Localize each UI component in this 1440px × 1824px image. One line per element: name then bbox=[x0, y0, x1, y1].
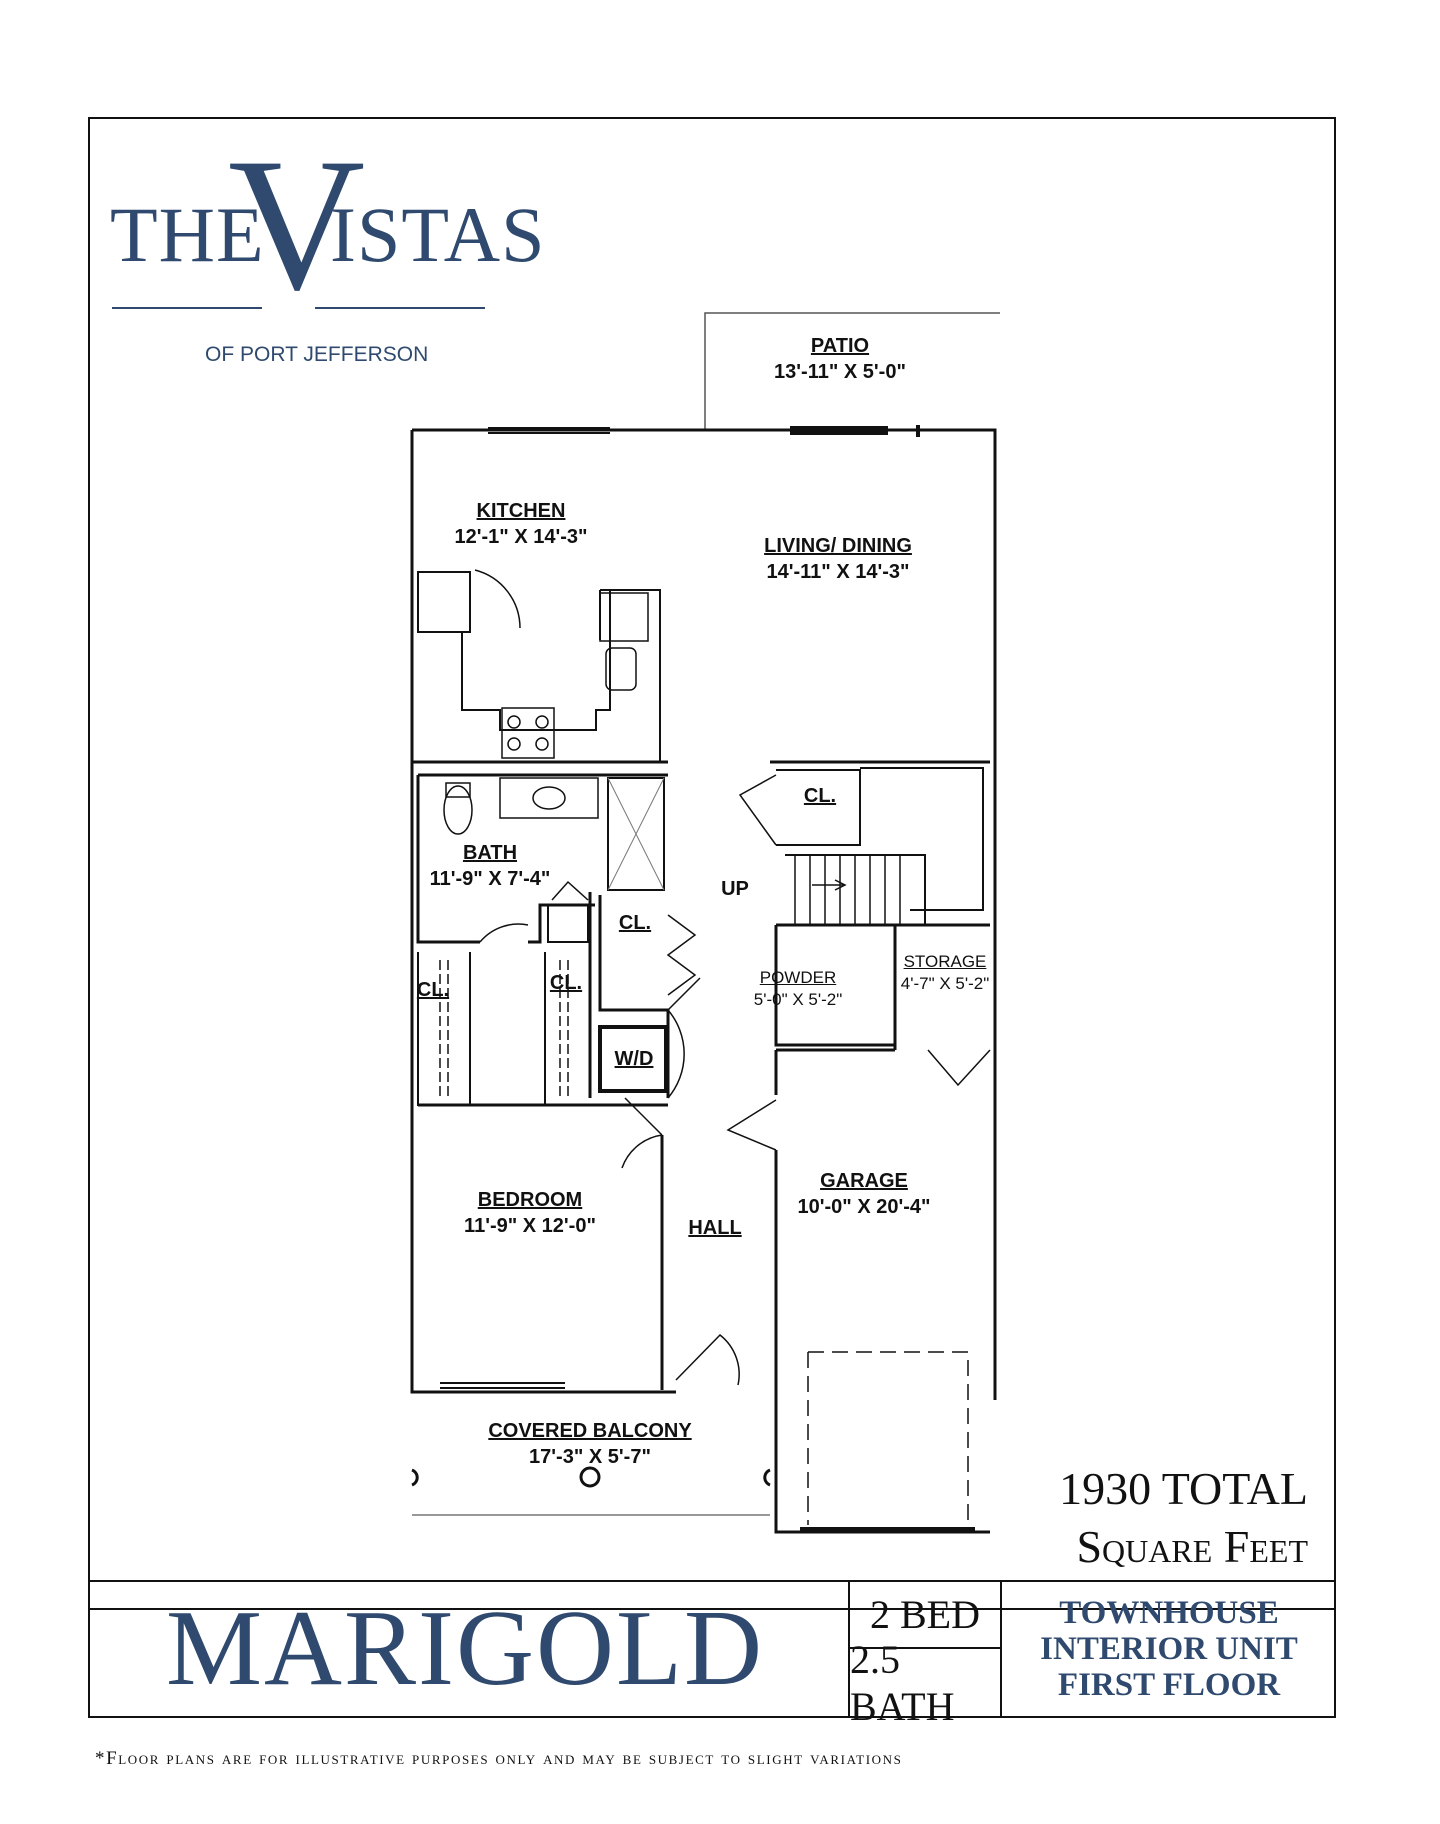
room-closet-left-name: CL. bbox=[416, 979, 450, 1001]
room-bath-dims: 11'-9" X 7'-4" bbox=[429, 868, 551, 890]
room-storage: STORAGE 4'-7" X 5'-2" bbox=[901, 951, 990, 995]
logo-istas: ISTAS bbox=[330, 191, 546, 278]
disclaimer: *Floor plans are for illustrative purpos… bbox=[95, 1748, 903, 1769]
room-closet-mid: CL. bbox=[550, 970, 582, 996]
total-line1: 1930 TOTAL bbox=[1059, 1463, 1308, 1514]
model-name: MARIGOLD bbox=[166, 1589, 764, 1708]
room-storage-name: STORAGE bbox=[903, 952, 987, 971]
room-closet-stairs: CL. bbox=[804, 783, 836, 809]
room-bath: BATH 11'-9" X 7'-4" bbox=[430, 840, 551, 892]
title-block: MARIGOLD 2 BED 2.5 BATH TOWNHOUSE INTERI… bbox=[88, 1580, 1336, 1729]
room-patio-name: PATIO bbox=[810, 335, 870, 357]
room-hall: HALL bbox=[688, 1215, 741, 1241]
plan-frame bbox=[88, 117, 1336, 1610]
room-living-dining: LIVING/ DINING 14'-11" X 14'-3" bbox=[764, 533, 912, 585]
room-bedroom-dims: 11'-9" X 12'-0" bbox=[464, 1215, 596, 1237]
bath-count: 2.5 BATH bbox=[850, 1636, 955, 1729]
label-washer-dryer: W/D bbox=[615, 1046, 654, 1072]
bed-bath-box: 2 BED 2.5 BATH bbox=[848, 1582, 1002, 1729]
room-garage-dims: 10'-0" X 20'-4" bbox=[797, 1196, 931, 1218]
label-wd-text: W/D bbox=[614, 1048, 654, 1070]
room-closet-mid-name: CL. bbox=[549, 972, 583, 994]
room-garage-name: GARAGE bbox=[820, 1170, 908, 1192]
logo-rule-left bbox=[112, 307, 262, 309]
room-closet-hall: CL. bbox=[619, 910, 651, 936]
room-powder-dims: 5'-0" X 5'-2" bbox=[753, 990, 843, 1010]
room-hall-name: HALL bbox=[688, 1217, 742, 1239]
logo-v: V bbox=[228, 120, 366, 330]
label-up: UP bbox=[721, 876, 749, 902]
unit-type-line2: INTERIOR UNIT bbox=[1040, 1630, 1298, 1667]
logo-subtitle: OF PORT JEFFERSON bbox=[205, 343, 429, 366]
logo-rule-right bbox=[315, 307, 485, 309]
total-line2: Square Feet bbox=[1076, 1520, 1308, 1572]
room-powder-name: POWDER bbox=[759, 968, 837, 987]
room-kitchen-dims: 12'-1" X 14'-3" bbox=[454, 526, 588, 548]
room-patio-dims: 13'-11" X 5'-0" bbox=[774, 361, 906, 383]
room-balcony-dims: 17'-3" X 5'-7" bbox=[529, 1446, 651, 1468]
room-balcony-name: COVERED BALCONY bbox=[488, 1420, 692, 1442]
room-living-name: LIVING/ DINING bbox=[764, 535, 912, 557]
room-closet-hall-name: CL. bbox=[618, 912, 652, 934]
room-living-dims: 14'-11" X 14'-3" bbox=[766, 561, 910, 583]
logo-the: THE bbox=[110, 191, 265, 278]
room-storage-dims: 4'-7" X 5'-2" bbox=[900, 974, 990, 994]
room-bedroom-name: BEDROOM bbox=[477, 1189, 583, 1211]
unit-type-line3: FIRST FLOOR bbox=[1057, 1667, 1281, 1704]
room-powder: POWDER 5'-0" X 5'-2" bbox=[754, 967, 843, 1011]
unit-type-line1: TOWNHOUSE bbox=[1059, 1594, 1279, 1631]
room-bedroom: BEDROOM 11'-9" X 12'-0" bbox=[464, 1187, 596, 1239]
label-up-text: UP bbox=[721, 878, 749, 900]
room-garage: GARAGE 10'-0" X 20'-4" bbox=[798, 1168, 931, 1220]
room-closet-left: CL. bbox=[417, 977, 449, 1003]
room-closet-stairs-name: CL. bbox=[803, 785, 837, 807]
room-covered-balcony: COVERED BALCONY 17'-3" X 5'-7" bbox=[488, 1418, 691, 1470]
room-kitchen: KITCHEN 12'-1" X 14'-3" bbox=[455, 498, 588, 550]
bed-count: 2 BED bbox=[850, 1582, 1000, 1649]
room-bath-name: BATH bbox=[462, 842, 518, 864]
room-patio: PATIO 13'-11" X 5'-0" bbox=[774, 333, 906, 385]
unit-type: TOWNHOUSE INTERIOR UNIT FIRST FLOOR bbox=[1002, 1582, 1336, 1716]
room-kitchen-name: KITCHEN bbox=[476, 500, 566, 522]
total-square-feet: 1930 TOTAL Square Feet bbox=[1059, 1460, 1308, 1575]
